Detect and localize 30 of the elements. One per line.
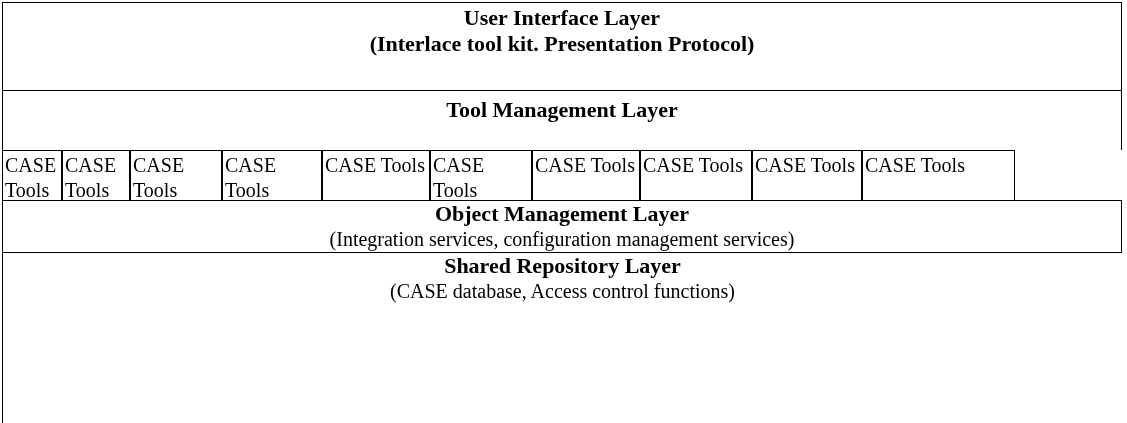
tool-cell bbox=[532, 150, 640, 200]
layer-description: (Integration services, configuration management services) bbox=[329, 227, 795, 251]
tool-cell bbox=[430, 150, 532, 200]
tool-label: CASE Tools bbox=[432, 153, 486, 203]
layer-title: Tool Management Layer bbox=[446, 97, 678, 123]
layer-title: Shared Repository Layer bbox=[444, 253, 681, 279]
tool-label: CASE Tools bbox=[64, 153, 118, 203]
tool-cell bbox=[862, 150, 1015, 200]
layer-band bbox=[2, 200, 1122, 252]
layer-title: Object Management Layer bbox=[434, 201, 690, 227]
tool-cell bbox=[752, 150, 862, 200]
tool-label: CASE Tools bbox=[754, 153, 856, 178]
tool-cell bbox=[222, 150, 322, 200]
layer-band bbox=[2, 90, 1122, 150]
layer-description: (Interlace tool kit. Presentation Protocol) bbox=[369, 31, 755, 57]
layer-band bbox=[2, 252, 1122, 423]
tool-cell bbox=[62, 150, 130, 200]
layer-title: User Interface Layer bbox=[463, 5, 661, 31]
layer-description: (CASE database, Access control functions) bbox=[390, 279, 735, 303]
tool-label: CASE Tools bbox=[4, 153, 57, 203]
tool-cell bbox=[130, 150, 222, 200]
tool-label: CASE Tools bbox=[864, 153, 966, 178]
tool-label: CASE Tools bbox=[224, 153, 278, 203]
tool-label: CASE Tools bbox=[132, 153, 186, 203]
tool-cell bbox=[322, 150, 430, 200]
tool-label: CASE Tools bbox=[534, 153, 635, 178]
tool-label: CASE Tools bbox=[324, 153, 425, 178]
layer-band bbox=[2, 2, 1122, 90]
tool-label: CASE Tools bbox=[642, 153, 744, 178]
tool-cell bbox=[640, 150, 752, 200]
